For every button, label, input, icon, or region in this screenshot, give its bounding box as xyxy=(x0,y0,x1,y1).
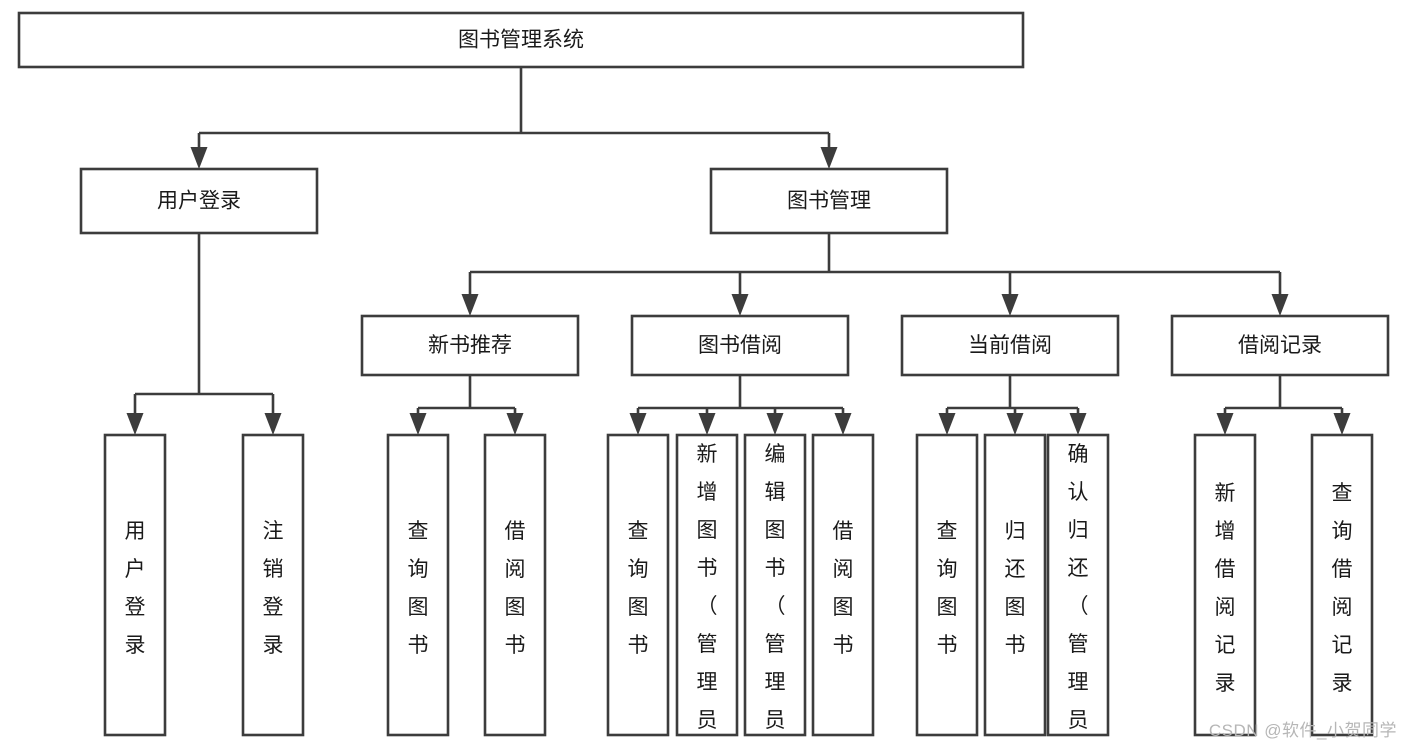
node-label: 注销登录 xyxy=(263,520,284,657)
node-label: 新增借阅记录 xyxy=(1215,482,1236,695)
node-box[interactable] xyxy=(709,167,949,235)
node-new-book-rec[interactable]: 新书推荐 xyxy=(360,314,580,377)
arrow-head-icon xyxy=(1271,294,1289,316)
watermark-text: CSDN @软件_小贺同学 xyxy=(1208,721,1397,740)
node-label: 查询图书 xyxy=(937,520,958,657)
arrow-head-icon xyxy=(190,147,208,169)
node-label: 借阅记录 xyxy=(1238,334,1322,357)
arrow-head-icon xyxy=(461,294,479,316)
arrow-head-icon xyxy=(1001,294,1019,316)
node-label: 编辑图书（管理员） xyxy=(765,443,786,747)
node-leaf-add-book[interactable]: 新增图书（管理员） xyxy=(675,433,739,747)
connector-group xyxy=(409,375,524,435)
node-leaf-edit-book[interactable]: 编辑图书（管理员） xyxy=(743,433,807,747)
connector-group xyxy=(126,233,282,435)
node-book-manage[interactable]: 图书管理 xyxy=(709,167,949,235)
node-leaf-borrow-book[interactable]: 借阅图书 xyxy=(811,433,875,737)
node-box[interactable] xyxy=(606,433,670,737)
node-leaf-add-record[interactable]: 新增借阅记录 xyxy=(1193,433,1257,737)
node-current-borrow[interactable]: 当前借阅 xyxy=(900,314,1120,377)
node-box[interactable] xyxy=(1193,433,1257,737)
arrow-head-icon xyxy=(506,413,524,435)
node-layer: 图书管理系统用户登录图书管理新书推荐图书借阅当前借阅借阅记录用户登录注销登录查询… xyxy=(17,11,1390,747)
node-label: 图书借阅 xyxy=(698,334,782,357)
node-label: 新书推荐 xyxy=(428,334,512,357)
node-user-login[interactable]: 用户登录 xyxy=(79,167,319,235)
node-box[interactable] xyxy=(675,433,739,737)
connector-group xyxy=(629,375,852,435)
arrow-head-icon xyxy=(1006,413,1024,435)
node-box[interactable] xyxy=(483,433,547,737)
node-label: 新增图书（管理员） xyxy=(697,443,718,747)
node-box[interactable] xyxy=(386,433,450,737)
arrow-head-icon xyxy=(938,413,956,435)
node-box[interactable] xyxy=(630,314,850,377)
node-label: 图书管理系统 xyxy=(458,29,584,52)
node-box[interactable] xyxy=(900,314,1120,377)
node-borrow-record[interactable]: 借阅记录 xyxy=(1170,314,1390,377)
node-label: 查询图书 xyxy=(628,520,649,657)
node-label: 借阅图书 xyxy=(505,520,526,657)
arrow-head-icon xyxy=(834,413,852,435)
node-box[interactable] xyxy=(17,11,1025,69)
arrow-head-icon xyxy=(126,413,144,435)
node-box[interactable] xyxy=(1046,433,1110,737)
arrow-head-icon xyxy=(1069,413,1087,435)
arrow-head-icon xyxy=(820,147,838,169)
arrow-head-icon xyxy=(629,413,647,435)
node-box[interactable] xyxy=(811,433,875,737)
node-leaf-query-book-rec[interactable]: 查询图书 xyxy=(386,433,450,737)
node-box[interactable] xyxy=(241,433,305,737)
arrow-head-icon xyxy=(731,294,749,316)
node-leaf-query-book-cur[interactable]: 查询图书 xyxy=(915,433,979,737)
connector-group xyxy=(461,233,1289,316)
node-leaf-return-book[interactable]: 归还图书 xyxy=(983,433,1047,737)
node-leaf-borrow-book-rec[interactable]: 借阅图书 xyxy=(483,433,547,737)
node-label: 当前借阅 xyxy=(968,334,1052,357)
node-label: 查询借阅记录 xyxy=(1332,482,1353,695)
node-box[interactable] xyxy=(79,167,319,235)
node-label: 归还图书 xyxy=(1005,520,1026,657)
arrow-head-icon xyxy=(698,413,716,435)
arrow-head-icon xyxy=(1333,413,1351,435)
connector-group xyxy=(190,67,838,169)
node-label: 图书管理 xyxy=(787,190,871,213)
node-leaf-user-login[interactable]: 用户登录 xyxy=(103,433,167,737)
node-book-borrow[interactable]: 图书借阅 xyxy=(630,314,850,377)
connector-layer xyxy=(126,67,1351,435)
node-box[interactable] xyxy=(1310,433,1374,737)
arrow-head-icon xyxy=(766,413,784,435)
node-leaf-query-record[interactable]: 查询借阅记录 xyxy=(1310,433,1374,737)
node-box[interactable] xyxy=(983,433,1047,737)
node-label: 查询图书 xyxy=(408,520,429,657)
node-box[interactable] xyxy=(103,433,167,737)
node-label: 确认归还（管理员） xyxy=(1068,443,1089,747)
node-box[interactable] xyxy=(743,433,807,737)
node-leaf-query-book[interactable]: 查询图书 xyxy=(606,433,670,737)
arrow-head-icon xyxy=(264,413,282,435)
connector-group xyxy=(1216,375,1351,435)
node-box[interactable] xyxy=(360,314,580,377)
node-root[interactable]: 图书管理系统 xyxy=(17,11,1025,69)
node-label: 用户登录 xyxy=(125,520,146,657)
node-box[interactable] xyxy=(1170,314,1390,377)
node-box[interactable] xyxy=(915,433,979,737)
node-leaf-logout[interactable]: 注销登录 xyxy=(241,433,305,737)
connector-group xyxy=(938,375,1087,435)
node-label: 用户登录 xyxy=(157,190,241,213)
node-label: 借阅图书 xyxy=(833,520,854,657)
arrow-head-icon xyxy=(409,413,427,435)
arrow-head-icon xyxy=(1216,413,1234,435)
node-leaf-confirm-return[interactable]: 确认归还（管理员） xyxy=(1046,433,1110,747)
